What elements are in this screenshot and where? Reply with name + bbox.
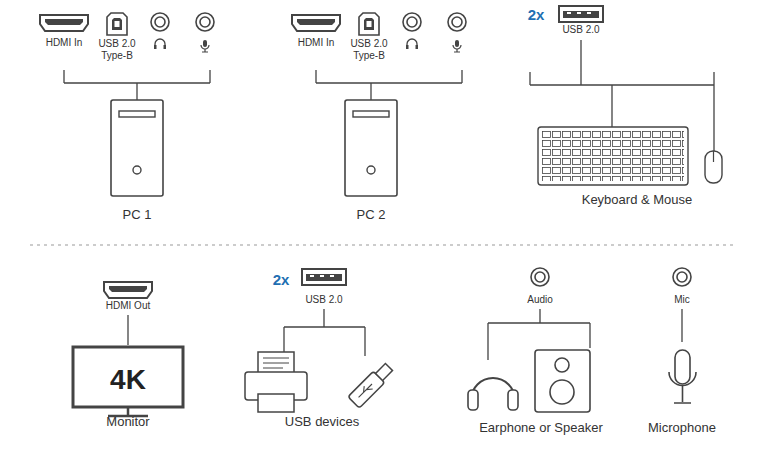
device-label: Keyboard & Mouse <box>582 192 693 208</box>
port-label: USB 2.0 Type-B <box>344 38 394 62</box>
monitor: 4K Monitor <box>70 344 186 432</box>
pc-tower: PC 1 <box>105 96 169 226</box>
port-label: Audio <box>527 294 553 306</box>
monitor-icon <box>73 347 183 416</box>
port-label: USB 2.0 Type-B <box>92 38 142 62</box>
device-label: USB devices <box>285 414 359 430</box>
pc-towers <box>111 100 397 196</box>
audio-output: Earphone or Speaker <box>464 345 618 437</box>
port-count: 2x <box>528 6 545 24</box>
brackets <box>64 40 714 360</box>
port-label: HDMI In <box>298 37 335 49</box>
port-label: USB 2.0 <box>305 294 342 306</box>
port-count: 2x <box>273 271 290 289</box>
usb-stick-icon <box>348 361 395 408</box>
port-label: HDMI Out <box>106 300 150 312</box>
port-label: Mic <box>674 294 690 306</box>
device-label: PC 2 <box>357 207 386 223</box>
port-label: HDMI In <box>46 37 83 49</box>
microphone: Microphone <box>644 345 720 437</box>
usb-devices: USB devices <box>240 350 405 432</box>
headphone-icon <box>468 378 518 410</box>
device-label: Earphone or Speaker <box>479 420 603 436</box>
keyboard-mouse: Keyboard & Mouse <box>530 120 744 210</box>
device-label: Microphone <box>648 420 716 436</box>
port-label: USB 2.0 <box>562 24 599 36</box>
keyboard-mouse-icon <box>538 127 722 185</box>
microphone-icon <box>669 350 696 403</box>
pc-tower: PC 2 <box>339 96 403 226</box>
printer-icon <box>245 352 307 412</box>
device-label: Monitor <box>106 414 149 430</box>
port-icons-bottom <box>104 268 691 298</box>
speaker-icon <box>535 350 590 412</box>
resolution-label: 4K <box>110 363 146 397</box>
divider <box>30 244 735 245</box>
device-label: PC 1 <box>123 207 152 223</box>
